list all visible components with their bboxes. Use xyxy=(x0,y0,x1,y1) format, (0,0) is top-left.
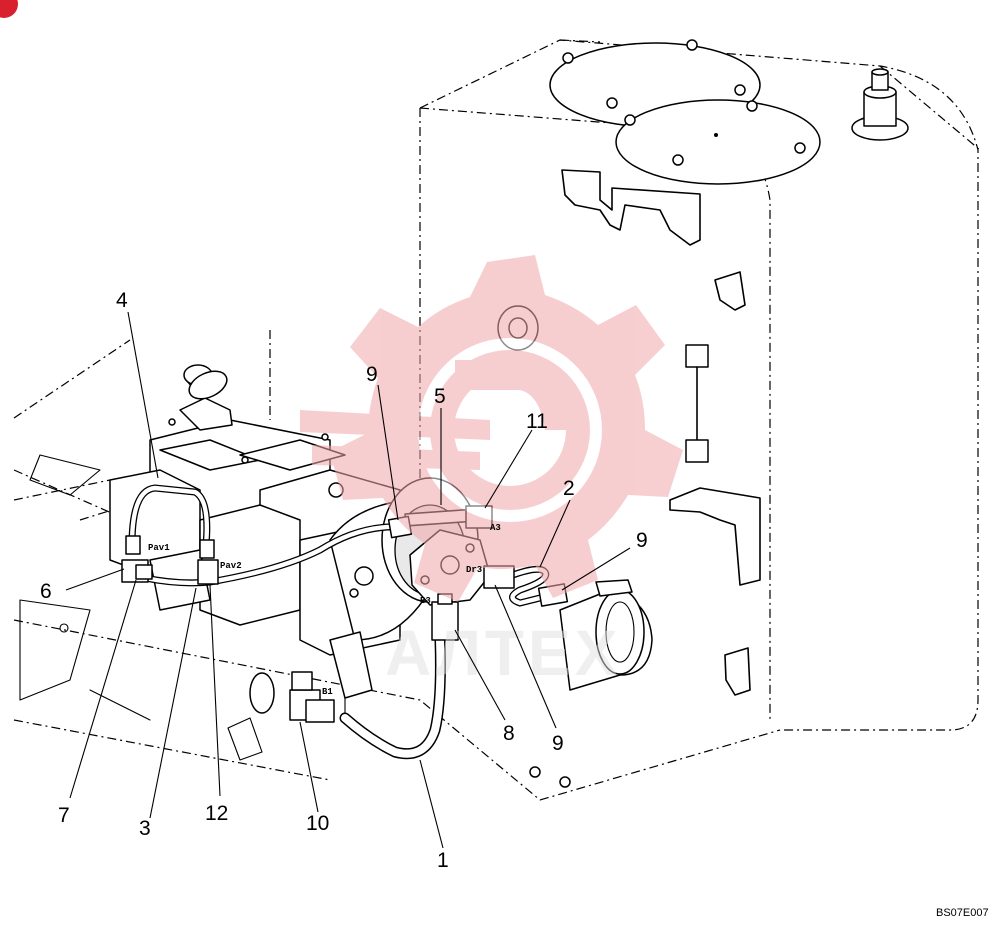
callout-6: 6 xyxy=(40,580,52,603)
callout-8: 8 xyxy=(503,722,515,745)
fitting-8 xyxy=(431,601,459,641)
leader-lines xyxy=(65,311,631,849)
port-label-dr3: Dr3 xyxy=(466,565,482,575)
fitting-pav1 xyxy=(125,535,141,555)
drain-hose-2 xyxy=(506,565,552,607)
callout-1: 1 xyxy=(437,849,449,872)
callout-10: 10 xyxy=(306,812,329,835)
hose-end-1 xyxy=(305,699,335,723)
level-gauge xyxy=(685,344,709,463)
watermark-gear-logo xyxy=(300,255,683,602)
callout-9-right: 9 xyxy=(636,529,648,552)
callout-3: 3 xyxy=(139,817,151,840)
fitting-6 xyxy=(135,564,153,580)
tank-mount-bracket xyxy=(669,487,761,586)
callout-5: 5 xyxy=(434,385,446,408)
suction-pipe xyxy=(559,579,653,691)
callout-numbers: 4 9 5 11 2 9 6 8 9 7 3 12 10 1 xyxy=(40,289,648,872)
callout-9-top: 9 xyxy=(366,363,378,386)
delivery-hose-1 xyxy=(339,634,446,760)
fitting-b1 xyxy=(291,671,313,691)
watermark-text: АЛТЕХ xyxy=(385,617,621,689)
callout-9-bottom: 9 xyxy=(552,732,564,755)
callout-4: 4 xyxy=(116,289,128,312)
port-label-pav2: Pav2 xyxy=(220,561,242,571)
corner-badge xyxy=(0,0,18,18)
port-labels: Pav1 Pav2 A3 Dr3 B3 B1 xyxy=(148,523,501,697)
callout-11: 11 xyxy=(526,410,548,433)
port-label-b1: B1 xyxy=(322,687,333,697)
tank-bracket-top xyxy=(561,169,701,246)
pilot-tube-3 xyxy=(141,523,404,587)
port-label-b3: B3 xyxy=(420,596,431,606)
fitting-pav2 xyxy=(199,539,215,559)
pilot-tube-4 xyxy=(128,484,211,549)
callout-7: 7 xyxy=(58,804,70,827)
callout-2: 2 xyxy=(563,477,575,500)
tank-clip-lower xyxy=(724,647,751,696)
port-label-pav1: Pav1 xyxy=(148,543,170,553)
port-label-a3: A3 xyxy=(490,523,501,533)
fitting-12 xyxy=(197,559,219,585)
cover-bolts xyxy=(562,39,806,166)
fitting-dr3 xyxy=(483,565,515,589)
tank-filler-cap xyxy=(851,68,909,141)
tank-clip-upper xyxy=(714,271,746,311)
tank-cover-front xyxy=(615,99,821,185)
callout-12: 12 xyxy=(205,802,228,825)
drawing-reference-code: BS07E007 xyxy=(936,907,989,919)
